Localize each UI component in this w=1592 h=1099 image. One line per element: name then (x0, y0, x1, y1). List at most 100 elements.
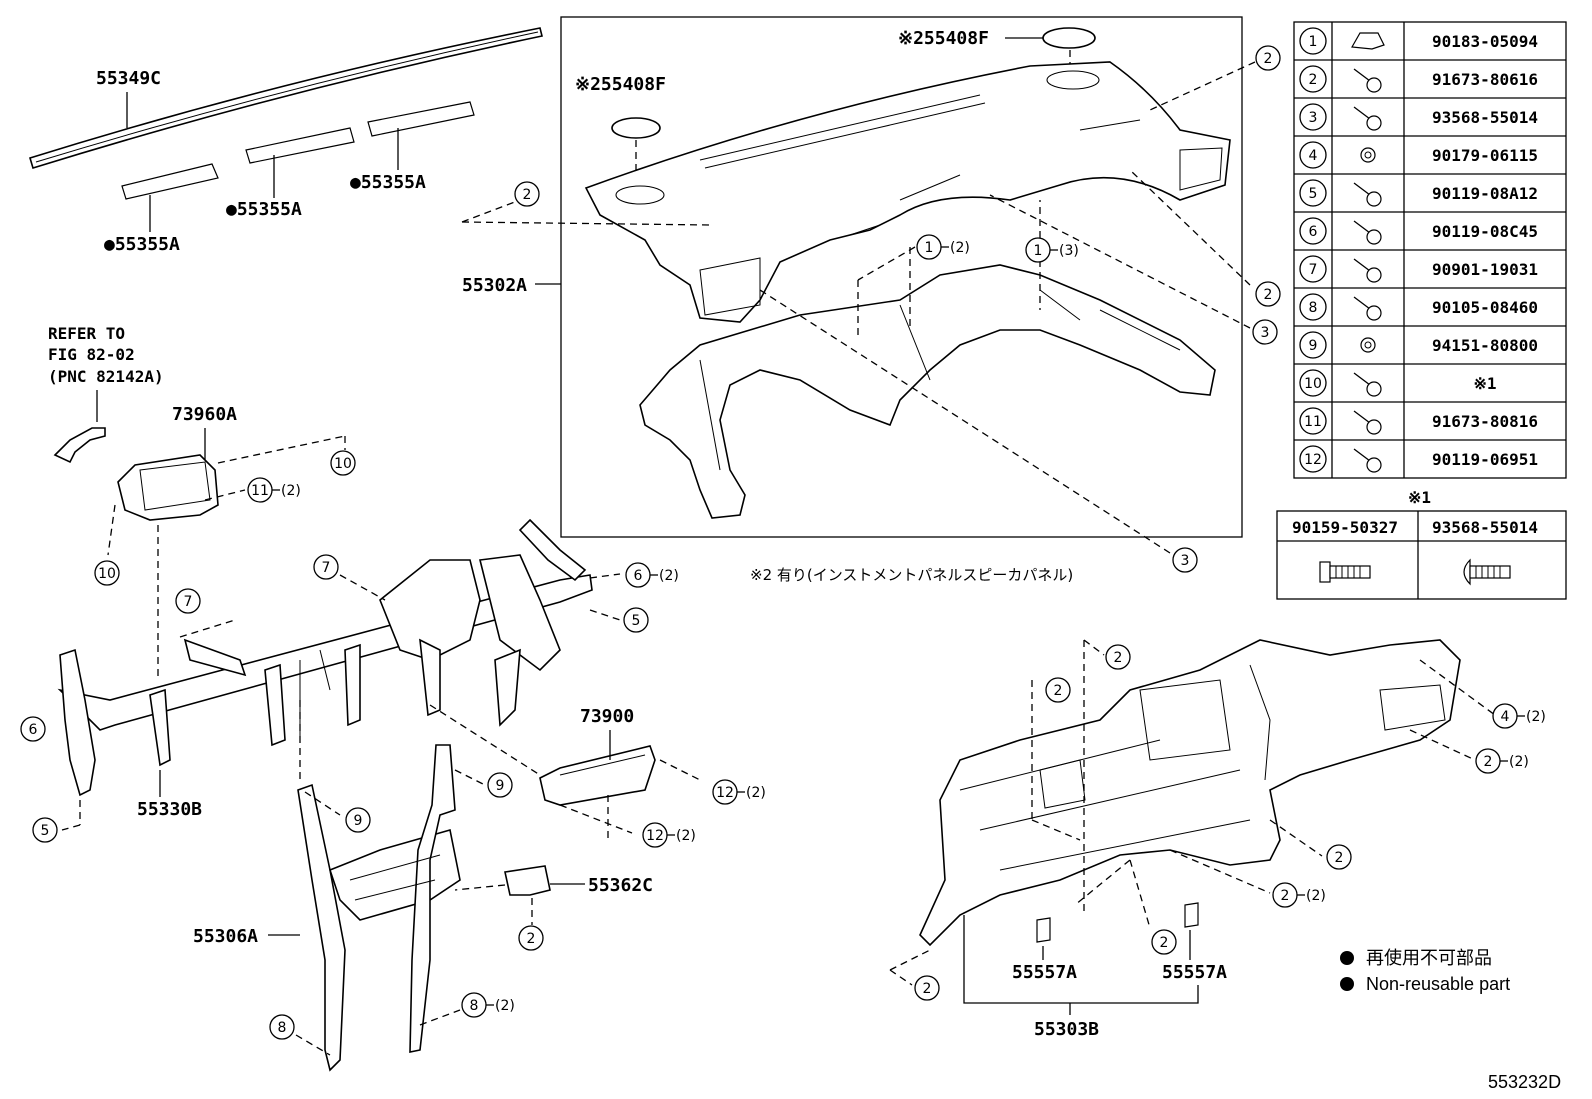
row-number-circle (1299, 217, 1327, 245)
label-55306A: 55306A (193, 926, 258, 947)
callout-number: 7 (322, 560, 331, 576)
callout-2-20: 2 (518, 925, 544, 951)
row-number-circle (1299, 407, 1327, 435)
bolt-flange-icon (1319, 561, 1371, 583)
callout-9-16: 9 (487, 772, 513, 798)
callout-number: 2 (527, 931, 536, 947)
row-part-number: 90119-08A12 (1432, 184, 1538, 203)
callout-6-12: 6(2) (625, 562, 679, 588)
label-55557A-2: 55557A (1162, 962, 1227, 983)
callout-number: 2 (1160, 935, 1169, 951)
callout-number: 2 (1264, 51, 1273, 67)
glove-box-73900 (539, 745, 656, 806)
callout-number: 11 (251, 483, 269, 499)
row-part-number: 90105-08460 (1432, 298, 1538, 317)
label-55302A: 55302A (462, 275, 527, 296)
callout-qty: (2) (1509, 754, 1529, 770)
row-number: 8 (1309, 300, 1318, 316)
row-part-number: 91673-80816 (1432, 412, 1538, 431)
row-number: 5 (1309, 186, 1318, 202)
callout-7-10: 7 (313, 554, 339, 580)
label-55362C: 55362C (588, 875, 653, 896)
fastener-row-10: 10※1 (1299, 369, 1497, 397)
fastener-icon (1353, 106, 1382, 131)
callout-number: 12 (646, 828, 664, 844)
callout-number: 7 (184, 594, 193, 610)
clip-55557A-left (1036, 917, 1051, 943)
label-55303B: 55303B (1034, 1019, 1099, 1040)
callout-5-15: 5 (32, 817, 58, 843)
callout-number: 2 (1484, 754, 1493, 770)
callout-2-4: 2 (514, 181, 540, 207)
row-number: 11 (1304, 414, 1322, 430)
callout-5-13: 5 (623, 607, 649, 633)
label-55349C: 55349C (96, 68, 161, 89)
callout-6-14: 6 (20, 716, 46, 742)
row-number-circle (1299, 331, 1327, 359)
row-number: 9 (1309, 338, 1318, 354)
callout-8-22: 8(2) (461, 992, 515, 1018)
legend-jp: 再使用不可部品 (1366, 948, 1492, 968)
row-number-circle (1299, 255, 1327, 283)
fastener-icon (1360, 147, 1376, 163)
figure-code: 553232D (1488, 1072, 1561, 1092)
callout-3-2: 3 (1252, 319, 1278, 345)
callout-number: 5 (632, 613, 641, 629)
fastener-icon (1353, 258, 1382, 283)
callout-1-5: 1(2) (916, 234, 970, 260)
row-number-circle (1299, 293, 1327, 321)
callout-number: 6 (29, 722, 38, 738)
callout-qty: (2) (1526, 709, 1546, 725)
fastener-icon (1353, 182, 1382, 207)
row-number: 10 (1304, 376, 1322, 392)
clip-55557A-right (1184, 902, 1199, 928)
row-number-circle (1299, 179, 1327, 207)
fastener-icon (1360, 337, 1376, 353)
speaker-cover-top (1042, 27, 1096, 49)
callout-qty: (2) (746, 785, 766, 801)
label-55330B: 55330B (137, 799, 202, 820)
row-number-circle (1299, 65, 1327, 93)
instrument-panel-55302A (584, 61, 1231, 323)
fastener-row-9: 9 94151-80800 (1299, 331, 1538, 359)
callout-11-9: 11(2) (247, 477, 301, 503)
label-73900: 73900 (580, 706, 634, 727)
pad-55355A-lower (121, 163, 219, 200)
fastener-row-8: 8 90105-08460 (1299, 293, 1538, 321)
row-part-number: 90183-05094 (1432, 32, 1538, 51)
bracket-refer (53, 427, 106, 464)
note1-col2: 93568-55014 (1432, 518, 1538, 537)
legend-en: Non-reusable part (1366, 974, 1510, 994)
callout-12-19: 12(2) (642, 822, 696, 848)
fastener-icon (1353, 448, 1382, 473)
note1-table: ※1 90159-50327 93568-55014 (1276, 488, 1567, 600)
row-part-number: 94151-80800 (1432, 336, 1538, 355)
callout-qty: (2) (495, 998, 515, 1014)
legend-dot-en (1340, 977, 1354, 991)
callout-2-26: 2 (2) (1475, 748, 1529, 774)
fastener-row-5: 5 90119-08A12 (1299, 179, 1538, 207)
pad-55355A-upper (367, 101, 475, 137)
row-number: 3 (1309, 110, 1318, 126)
reinforcement-55330B (57, 518, 593, 797)
callout-number: 10 (98, 566, 116, 582)
callout-12-18: 12(2) (712, 779, 766, 805)
callout-number: 4 (1501, 709, 1510, 725)
callout-number: 9 (496, 778, 505, 794)
row-number-circle (1299, 103, 1327, 131)
row-number-circle (1299, 27, 1327, 55)
row-number: 12 (1304, 452, 1322, 468)
row-number: 4 (1309, 148, 1318, 164)
instrument-panel-55303B (919, 639, 1461, 947)
callout-number: 2 (923, 981, 932, 997)
row-number-circle (1299, 445, 1327, 473)
callout-number: 6 (634, 568, 643, 584)
